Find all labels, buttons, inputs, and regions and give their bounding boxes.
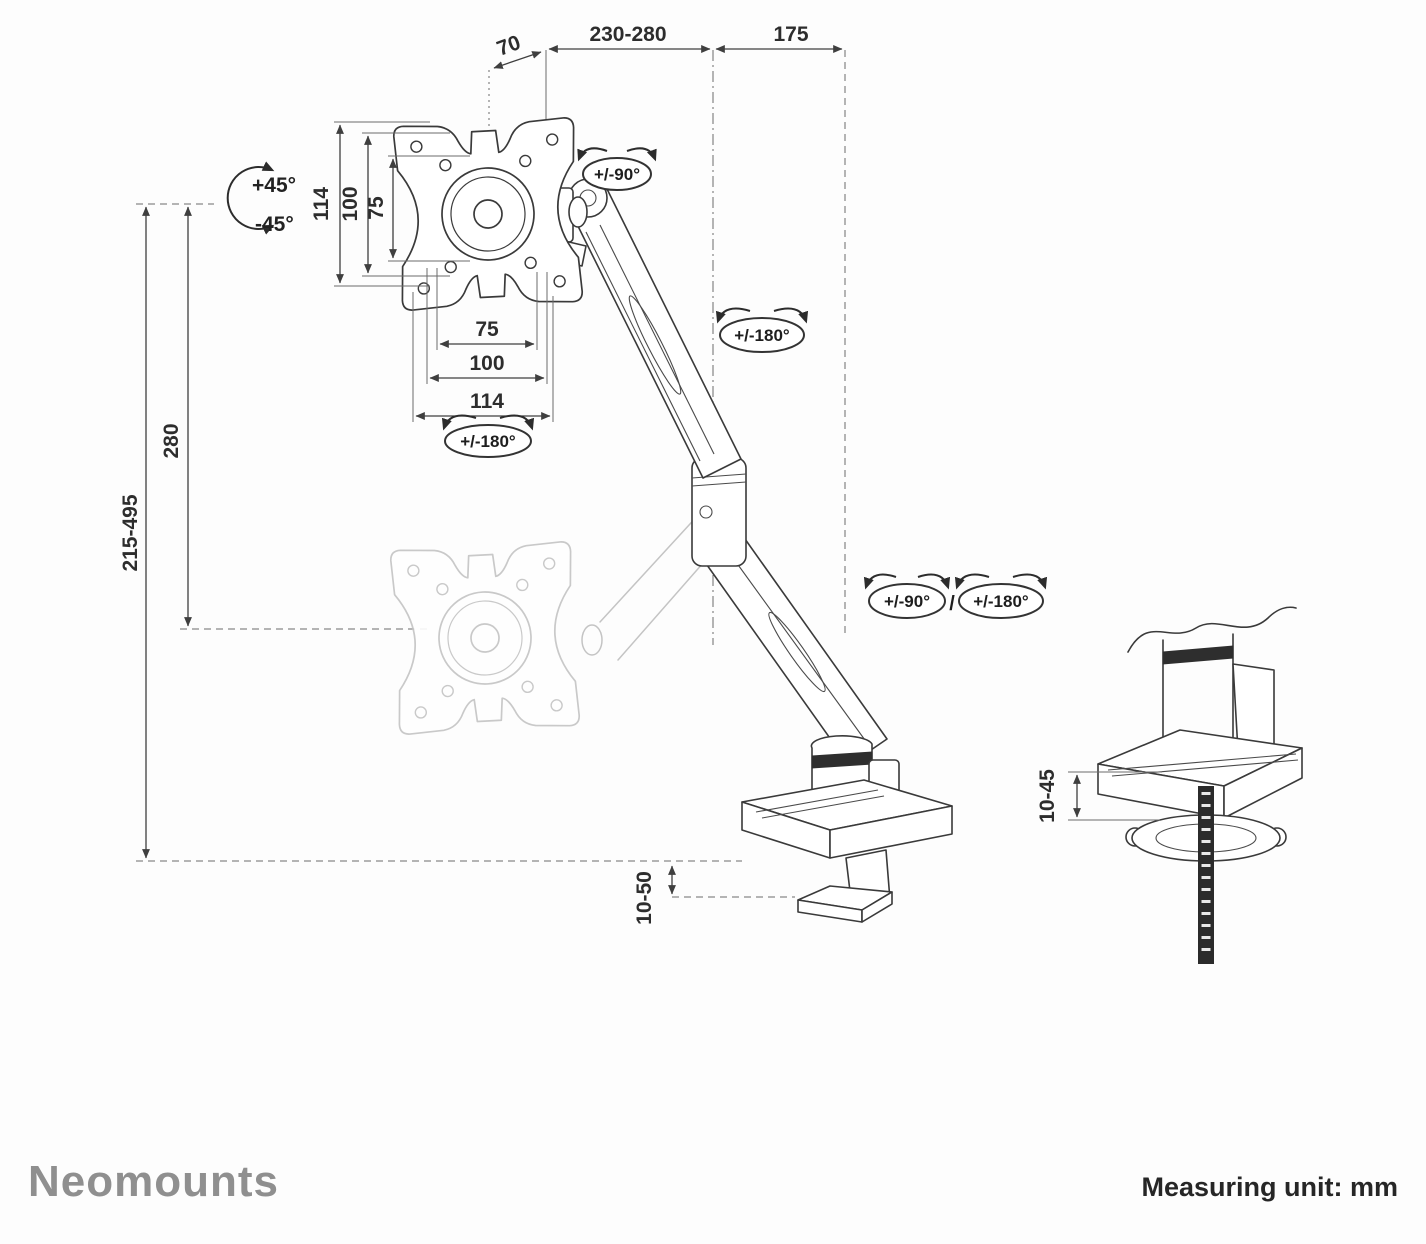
tilt-up-label: +45°	[252, 174, 296, 197]
pole-break-line	[1127, 606, 1297, 653]
dim-vesa-h-114: 114	[470, 390, 504, 413]
dim-vesa-h-75: 75	[475, 318, 499, 341]
rotation-tilt: +45° -45°	[226, 161, 296, 236]
brand-logo: Neomounts	[28, 1157, 279, 1206]
rotation-oval-icon	[868, 583, 946, 619]
desk-base	[741, 779, 953, 859]
dim-vesa-v-100: 100	[339, 186, 362, 221]
dim-height-range: 215-495	[119, 494, 142, 571]
dim-vesa-h-100: 100	[469, 352, 504, 375]
dim-offset-70: 70	[494, 31, 524, 61]
dim-vesa-v-75: 75	[365, 196, 388, 220]
rotate-base-label: +/-180°	[973, 592, 1029, 611]
elbow-joint	[691, 457, 747, 567]
dimension-grommet: 10-45	[1036, 769, 1162, 823]
desk-clamp	[797, 849, 893, 923]
rotation-mid: +/-180°	[715, 307, 809, 353]
swivel-top-label: +/-90°	[594, 165, 640, 184]
upper-arm	[568, 178, 742, 479]
dim-grommet-thickness: 10-45	[1036, 769, 1059, 823]
rotate-mid-label: +/-180°	[734, 326, 790, 345]
rotate-vesa-label: +/-180°	[460, 432, 516, 451]
dim-arm-height: 280	[160, 423, 183, 458]
rotation-oval-icon	[582, 157, 652, 191]
dimension-vesa-horizontal: 75 100 114	[412, 268, 554, 422]
ghost-lowered-position	[389, 499, 733, 736]
dim-reach: 230-280	[589, 23, 666, 46]
rotation-oval-icon	[719, 317, 805, 353]
dim-vesa-v-114: 114	[310, 187, 333, 221]
ghost-vesa-plate	[389, 540, 581, 736]
rotation-base: +/-90° / +/-180°	[863, 573, 1048, 619]
dimension-vesa-vertical: 114 100 75	[310, 121, 470, 287]
dim-desk-thickness: 10-50	[633, 871, 656, 925]
measuring-unit-label: Measuring unit: mm	[1141, 1172, 1398, 1202]
tilt-arc-icon	[226, 161, 275, 235]
rotation-separator: /	[949, 593, 955, 615]
lower-arm	[706, 538, 888, 766]
rotation-oval-icon	[958, 583, 1044, 619]
dim-rear: 175	[773, 23, 808, 46]
rotation-oval-icon	[444, 424, 532, 458]
rotation-swivel-top: +/-90°	[577, 147, 657, 191]
rotation-vesa: +/-180°	[441, 414, 535, 458]
dimension-left: 215-495 280	[119, 206, 192, 859]
vesa-plate	[392, 116, 584, 312]
dimension-clamp: 10-50	[633, 865, 676, 925]
swivel-base-label: +/-90°	[884, 592, 930, 611]
monitor-arm	[392, 116, 953, 923]
grommet-detail-view	[1097, 606, 1303, 964]
tilt-down-label: -45°	[255, 213, 294, 236]
